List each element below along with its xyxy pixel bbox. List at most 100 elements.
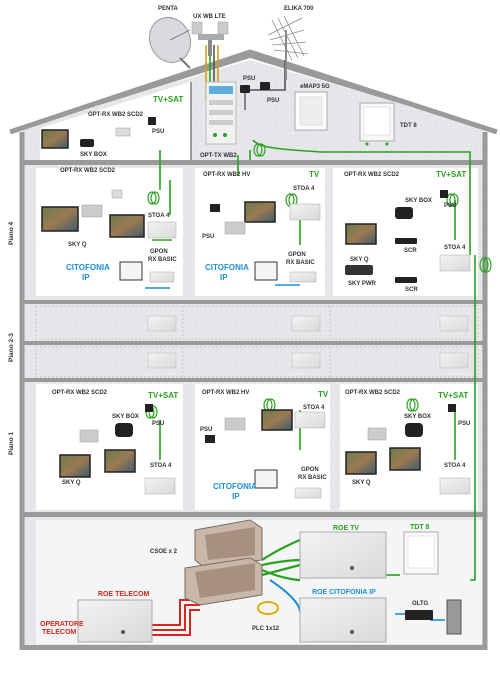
p4b-psu: PSU — [202, 234, 214, 240]
psu-icon — [148, 117, 156, 125]
tv-icon — [389, 447, 421, 471]
oltg-icon — [405, 610, 433, 620]
gpon-icon — [149, 271, 175, 283]
splitter-icon — [79, 429, 99, 443]
gpon-icon — [289, 271, 317, 283]
skypwr-icon — [345, 265, 373, 275]
skybox-icon — [80, 139, 94, 147]
attic-skybox-label: SKY BOX — [80, 152, 107, 158]
splitter-icon — [224, 417, 246, 431]
floor-label-1: Piano 1 — [8, 431, 15, 455]
lte-antenna-icon — [191, 21, 229, 56]
p4c-scr-1: SCR — [404, 248, 417, 254]
basement-equipment — [77, 519, 462, 643]
stoa-icon — [144, 477, 176, 495]
tdt-roof-label: TDT 8 — [400, 123, 417, 129]
p4c-scr-2: SCR — [405, 287, 418, 293]
scr-icon — [395, 238, 417, 244]
p4a-skyq: SKY Q — [68, 242, 87, 248]
tv-icon — [244, 201, 276, 223]
ux-wb-lte-label: UX WB LTE — [193, 14, 226, 20]
p1c-service: TV+SAT — [438, 391, 468, 400]
emap-label: eMAP3 5G — [300, 84, 330, 90]
p4c-psu: PSU — [444, 203, 456, 209]
psu-icon — [448, 404, 456, 412]
p4a-gpon-1: GPON — [150, 249, 168, 255]
penta-label: PENTA — [158, 6, 179, 12]
roe-tv-label: ROE TV — [333, 525, 359, 532]
p4b-cit-1: CITOFONIA — [205, 263, 249, 272]
psu-icon — [210, 204, 220, 212]
p4c-skypwr: SKY PWR — [348, 281, 377, 287]
tv-icon — [261, 409, 293, 431]
p4b-model: OPT-RX WB2 HV — [203, 172, 250, 178]
p1a-model: OPT-RX WB2 SCD2 — [52, 390, 108, 396]
p1a-stoa: STOA 4 — [150, 463, 172, 469]
p4a-gpon-2: RX BASIC — [148, 257, 177, 263]
p4a-model: OPT-RX WB2 SCD2 — [60, 168, 116, 174]
p1b-cit-1: CITOFONIA — [213, 482, 257, 491]
p4b-service: TV — [309, 170, 320, 179]
p4c-model: OPT-RX WB2 SCD2 — [344, 172, 400, 178]
p1b-stoa: STOA 4 — [303, 405, 325, 411]
roe-citofonia-box — [299, 597, 387, 643]
device-icons — [41, 117, 471, 499]
oltg-label: OLTG — [412, 601, 429, 607]
outlet-icon — [111, 189, 123, 199]
splitter-icon — [224, 221, 246, 235]
psu-roof-label-2: PSU — [267, 98, 279, 104]
p1b-service: TV — [318, 390, 329, 399]
penta-dish-icon — [148, 17, 192, 69]
p1b-model: OPT-RX WB2 HV — [202, 390, 249, 396]
intercom-icon — [254, 469, 278, 489]
p1c-stoa: STOA 4 — [444, 463, 466, 469]
roof-equipment — [148, 15, 395, 146]
attic-psu-label: PSU — [152, 129, 164, 135]
stoa-icon — [439, 254, 471, 272]
elika-antenna-icon — [267, 15, 309, 80]
tv-icon — [345, 451, 377, 475]
gpon-icon — [294, 487, 322, 499]
opt-tx-unit — [205, 81, 237, 145]
skybox-icon — [405, 423, 423, 437]
attic-model-label: OPT-RX WB2 SCD2 — [88, 112, 144, 118]
roe-telecom-box — [77, 599, 153, 643]
p1a-service: TV+SAT — [148, 391, 178, 400]
psu-icon — [145, 404, 153, 412]
tv-icon — [41, 129, 69, 149]
psu-roof-label-1: PSU — [243, 76, 255, 82]
elika-label: ELIKA 700 — [284, 6, 314, 12]
roe-telecom-label: ROE TELECOM — [98, 591, 150, 598]
floor-label-2-3: Piano 2-3 — [8, 333, 15, 362]
operatore-label-1: OPERATORE — [40, 621, 84, 628]
stoa-icon — [147, 221, 177, 239]
p1c-psu: PSU — [458, 421, 470, 427]
roe-cit-label: ROE CITOFONIA IP — [312, 589, 376, 596]
p1a-psu: PSU — [152, 421, 164, 427]
skybox-icon — [395, 207, 413, 219]
p4b-cit-2: IP — [220, 273, 228, 282]
psu-roof-icons — [240, 82, 270, 110]
stoa-icon — [294, 411, 326, 429]
stoa-icon — [439, 477, 471, 495]
p1b-cit-2: IP — [232, 492, 240, 501]
p1a-skyq: SKY Q — [62, 480, 81, 486]
stoa-rows-2-3 — [147, 315, 469, 369]
emap-unit — [294, 91, 328, 131]
psu-icon — [440, 190, 448, 198]
tv-icon — [41, 206, 79, 232]
tv-icon — [345, 223, 377, 245]
p4a-stoa: STOA 4 — [148, 213, 170, 219]
tdt-roof-unit — [359, 102, 395, 146]
p4c-skyq: SKY Q — [350, 257, 369, 263]
p4b-stoa: STOA 4 — [293, 186, 315, 192]
tv-icon — [104, 449, 136, 473]
psu-icon — [205, 435, 215, 443]
p1b-gpon-2: RX BASIC — [298, 475, 327, 481]
splitter-icon — [81, 204, 103, 218]
p4a-cit-2: IP — [82, 273, 90, 282]
plc-label: PLC 1x12 — [252, 626, 280, 632]
doorphone-icon — [446, 599, 462, 635]
